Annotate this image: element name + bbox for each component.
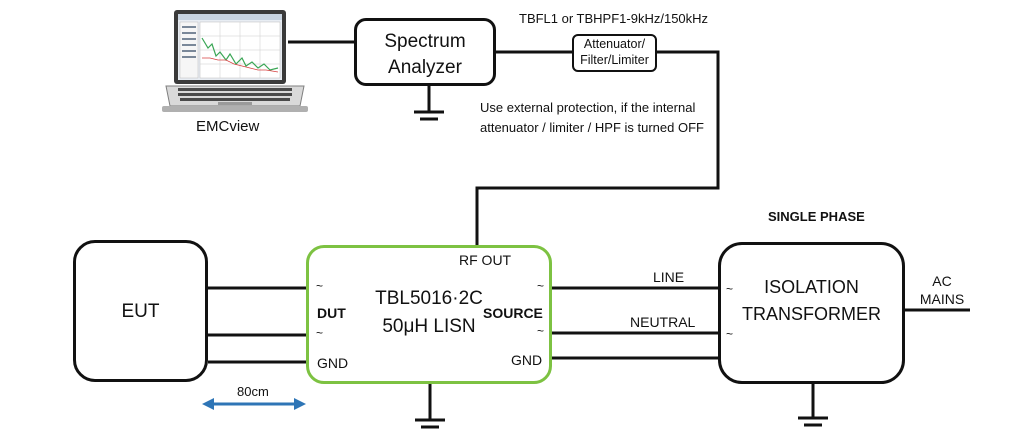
single-phase-label: SINGLE PHASE [768,209,865,224]
wire-attenuator-rfout [475,50,720,245]
isolation-transformer-box: ISOLATION TRANSFORMER ~ ~ [718,242,905,384]
eut-box: EUT [73,240,208,382]
spectrum-analyzer-line1: Spectrum [384,31,466,52]
filter-note: TBFL1 or TBHPF1-9kHz/150kHz [519,11,709,26]
eut-label: EUT [121,301,160,322]
tilde-source-bottom: ~ [537,324,545,338]
line-label: LINE [653,269,685,285]
lisn-gnd-right: GND [511,352,543,368]
neutral-label: NEUTRAL [630,314,696,330]
tilde-transformer-top: ~ [726,282,734,296]
protection-note-line2: attenuator / limiter / HPF is turned OFF [480,120,704,135]
ac-mains-label: AC MAINS [914,272,970,308]
ac-mains-line1: AC [932,273,952,289]
tilde-dut-top: ~ [316,279,324,293]
lisn-source-label: SOURCE [483,305,543,321]
spectrum-analyzer-line2: Analyzer [388,57,462,78]
protection-note-line1: Use external protection, if the internal [480,100,696,115]
laptop-icon [162,10,308,112]
lisn-inductance: 50μH LISN [382,316,476,337]
attenuator-box: Attenuator/ Filter/Limiter [572,34,657,72]
lisn-dut-label: DUT [317,305,346,321]
lisn-gnd-left: GND [317,355,349,371]
distance-arrow [202,398,306,410]
lisn-model: TBL5016·2C [375,288,483,309]
attenuator-line1: Attenuator/ [583,37,646,51]
tilde-source-top: ~ [537,279,545,293]
ac-mains-line2: MAINS [919,291,965,307]
laptop-label: EMCview [196,118,260,135]
lisn-box: RF OUT TBL5016·2C 50μH LISN DUT SOURCE G… [306,245,552,384]
attenuator-line2: Filter/Limiter [580,53,649,67]
tilde-transformer-bottom: ~ [726,327,734,341]
distance-label: 80cm [237,384,269,399]
lisn-rf-out: RF OUT [459,252,512,268]
protection-note: Use external protection, if the internal… [480,98,704,138]
transformer-line2: TRANSFORMER [742,304,881,324]
transformer-line1: ISOLATION [764,277,859,297]
tilde-dut-bottom: ~ [316,326,324,340]
spectrum-analyzer-box: Spectrum Analyzer [354,18,496,86]
